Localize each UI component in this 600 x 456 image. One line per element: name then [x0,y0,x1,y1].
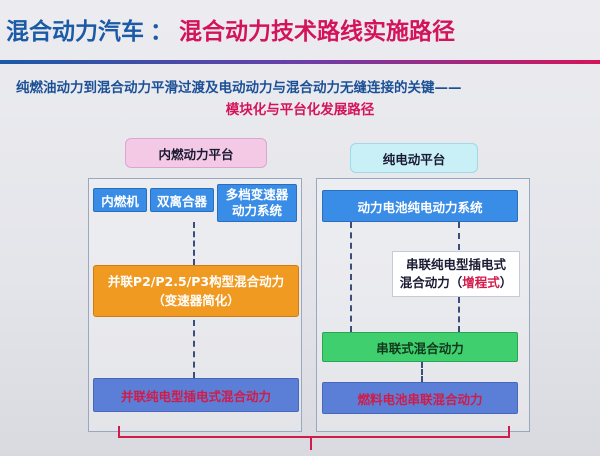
component-dual-clutch: 双离合器 [150,188,214,212]
dashed-connector [458,222,460,250]
title-part-2: 混合动力技术路线实施路径 [179,19,455,45]
ice-platform-label: 内燃动力平台 [125,138,267,168]
title-part-1: 混合动力汽车 [6,19,144,45]
fuel-cell-series-label: 燃料电池串联混合动力 [357,391,483,407]
parallel-hybrid-box: 并联P2/P2.5/P3构型混合动力 （变速器简化） [93,265,299,317]
slide-title: 混合动力汽车：混合动力技术路线实施路径 [6,12,455,52]
parallel-hybrid-line-2: （变速器简化） [152,293,240,308]
range-extender-line-2: 混合动力（增程式） [400,274,513,292]
dashed-connector [421,362,423,382]
range-extender-prefix: 混合动力（ [399,275,463,290]
component-ice-engine: 内燃机 [93,188,147,212]
title-divider [0,60,600,64]
bev-platform-label: 纯电动平台 [350,143,478,173]
range-extender-line-1: 串联纯电型插电式 [405,257,506,272]
dashed-connector [193,320,195,378]
dashed-connector [193,222,195,265]
bracket-center-tick [310,436,312,450]
range-extender-highlight: 增程式 [462,275,500,290]
range-extender-suffix: ） [499,275,513,290]
range-extender-box: 串联纯电型插电式 混合动力（增程式） [392,251,520,297]
parallel-phev-label: 并联纯电型插电式混合动力 [120,388,271,404]
parallel-hybrid-line-1: 并联P2/P2.5/P3构型混合动力 [107,274,285,289]
battery-ev-system-box: 动力电池纯电动力系统 [322,190,518,222]
series-hybrid-box: 串联式混合动力 [322,332,518,362]
dashed-connector [458,297,460,332]
subtitle-line-2: 模块化与平台化发展路径 [225,102,375,118]
component-multi-gear-transmission: 多档变速器 动力系统 [217,184,297,222]
fuel-cell-series-box: 燃料电池串联混合动力 [322,382,518,414]
dashed-connector [350,222,352,332]
bracket-bottom [118,426,510,438]
subtitle-line-1: 纯燃油动力到混合动力平滑过渡及电动动力与混合动力无缝连接的关键—— [16,80,462,96]
parallel-phev-box: 并联纯电型插电式混合动力 [93,378,299,412]
title-separator: ： [150,19,173,45]
